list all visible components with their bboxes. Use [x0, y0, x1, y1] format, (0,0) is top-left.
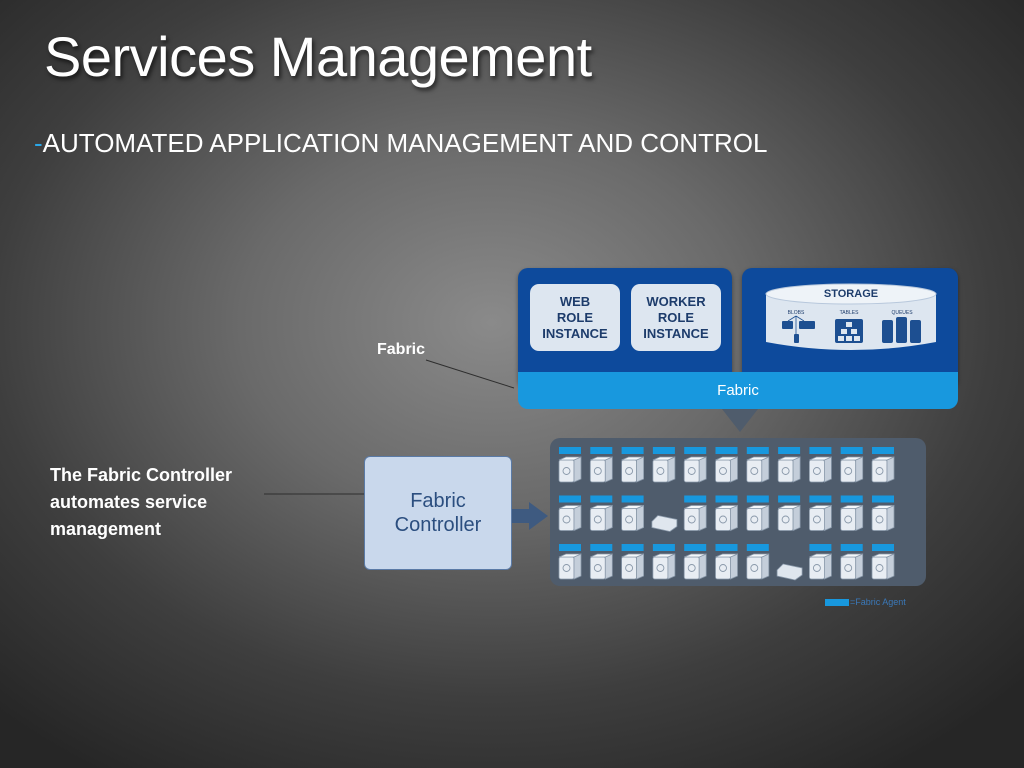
server-node-icon	[715, 495, 738, 532]
fabric-agent-marker	[778, 495, 801, 503]
fabric-agent-marker	[652, 447, 675, 454]
blobs-icon	[782, 315, 815, 343]
fabric-agent-marker	[559, 495, 581, 503]
fabric-agent-marker	[715, 447, 738, 454]
storage-node-icon	[776, 563, 803, 581]
server-node-icon	[621, 495, 644, 532]
storage-drum: STORAGE BLOBS TABLES QUEUES	[765, 283, 937, 350]
controller-arrow-icon	[511, 502, 548, 530]
fabric-agent-legend: =Fabric Agent	[825, 597, 906, 607]
server-node-icon	[652, 447, 676, 483]
fabric-agent-marker	[715, 495, 738, 503]
server-node-icon	[840, 447, 864, 483]
fabric-agent-marker	[746, 447, 769, 454]
fabric-agent-marker	[621, 495, 644, 503]
fabric-agent-marker	[621, 447, 644, 454]
web-role-instance: WEB ROLE INSTANCE	[530, 284, 620, 351]
tables-label: TABLES	[840, 310, 859, 316]
fabric-agent-marker	[559, 544, 581, 551]
server-grid	[558, 447, 895, 581]
server-node-icon	[746, 544, 770, 580]
fabric-agent-marker	[778, 447, 801, 454]
fabric-controller-box: Fabric Controller	[364, 456, 512, 570]
fabric-agent-marker	[559, 447, 581, 454]
fabric-agent-marker	[621, 544, 644, 551]
server-node-icon	[871, 544, 895, 580]
fabric-leader-line	[425, 359, 515, 389]
server-node-icon	[840, 495, 864, 532]
server-node-icon	[808, 495, 832, 532]
legend-label: =Fabric Agent	[850, 597, 906, 607]
fabric-agent-marker	[746, 544, 769, 551]
server-node-icon	[746, 447, 770, 483]
fabric-agent-marker	[809, 544, 832, 551]
storage-node-icon	[651, 515, 678, 532]
server-node-icon	[808, 544, 832, 580]
server-node-icon	[652, 544, 676, 580]
subtitle-text: AUTOMATED APPLICATION MANAGEMENT AND CON…	[42, 128, 768, 158]
server-node-icon	[871, 447, 895, 483]
server-node-icon	[808, 447, 832, 483]
fabric-agent-marker	[872, 495, 894, 503]
server-node-icon	[777, 495, 801, 532]
fabric-agent-marker	[840, 495, 863, 503]
queues-label: QUEUES	[891, 310, 913, 316]
server-node-icon	[589, 447, 613, 483]
server-node-icon	[589, 544, 613, 580]
fabric-callout-label: Fabric	[377, 341, 426, 358]
fabric-agent-marker	[590, 495, 613, 503]
fabric-agent-marker	[840, 544, 863, 551]
slide-subtitle: -AUTOMATED APPLICATION MANAGEMENT AND CO…	[34, 128, 767, 159]
server-node-icon	[840, 544, 864, 580]
fabric-down-pointer	[722, 409, 758, 432]
fabric-bar: Fabric	[518, 372, 958, 409]
server-node-icon	[683, 544, 707, 580]
queues-icon	[882, 317, 921, 343]
fabric-agent-marker	[872, 447, 894, 454]
fabric-agent-marker	[590, 447, 613, 454]
fabric-agent-marker	[746, 495, 769, 503]
fabric-agent-marker	[809, 495, 832, 503]
fabric-agent-marker	[715, 544, 738, 551]
fabric-agent-marker	[590, 544, 613, 551]
server-node-icon	[621, 447, 644, 483]
fabric-agent-marker	[809, 447, 832, 454]
server-node-icon	[683, 447, 707, 483]
fabric-agent-marker	[840, 447, 863, 454]
server-node-icon	[558, 544, 582, 580]
server-node-icon	[777, 447, 801, 483]
server-node-icon	[683, 495, 707, 532]
fabric-controller-callout-label: The Fabric Controller automates service …	[50, 465, 233, 539]
server-node-icon	[558, 447, 582, 483]
fabric-agent-marker	[652, 544, 675, 551]
fabric-agent-marker	[684, 447, 707, 454]
server-node-icon	[715, 544, 738, 580]
slide-title: Services Management	[44, 25, 592, 88]
server-node-icon	[621, 544, 644, 580]
fabric-agent-marker	[684, 495, 707, 503]
fabric-agent-marker	[872, 544, 894, 551]
fabric-agent-swatch-icon	[825, 598, 849, 606]
server-node-icon	[558, 495, 582, 532]
subtitle-dash: -	[34, 128, 43, 158]
worker-role-instance: WORKER ROLE INSTANCE	[631, 284, 721, 351]
blobs-label: BLOBS	[788, 310, 805, 316]
server-node-icon	[746, 495, 770, 532]
fabric-agent-marker	[684, 544, 707, 551]
server-node-icon	[871, 495, 895, 532]
storage-label: STORAGE	[824, 288, 878, 300]
tables-icon	[835, 319, 863, 343]
server-node-icon	[589, 495, 613, 532]
server-node-icon	[715, 447, 738, 483]
